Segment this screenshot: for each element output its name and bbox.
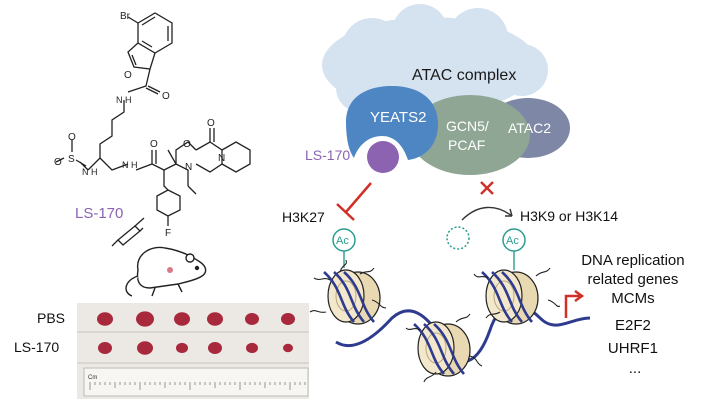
yeats2-label: YEATS2: [370, 109, 426, 126]
row-label-pbs: PBS: [37, 310, 65, 326]
svg-text:Ac: Ac: [336, 235, 349, 247]
tumor-ls170-5: [246, 342, 258, 354]
acetylation-arrow: [461, 206, 513, 221]
tumor-photo: Cm: [77, 303, 309, 399]
tumor-pbs-5: [245, 313, 259, 325]
atom-o-sulfonyl-1: O: [54, 157, 62, 168]
compound-name: LS-170: [75, 205, 123, 222]
atom-n-methyl: N: [185, 162, 192, 173]
gcn5-label: GCN5/ PCAF: [446, 118, 493, 153]
ruler-ticks: [89, 382, 306, 390]
blocked-cross-icon: [480, 181, 494, 195]
phenyl-ring: [156, 189, 181, 217]
nucleosome-1: [323, 269, 381, 325]
furan-ring: [127, 42, 156, 70]
acetyl-mark-empty: [446, 226, 470, 250]
row-label-ls170: LS-170: [14, 339, 59, 355]
histone-tails: [309, 259, 561, 383]
svg-text:Ac: Ac: [506, 235, 519, 247]
atom-nh-amide: N H: [116, 95, 132, 105]
atom-f: F: [165, 228, 171, 239]
tumors-ls170: [98, 341, 293, 355]
tumor-ls170-2: [137, 341, 153, 355]
acetyl-mark-h3k27: Ac: [332, 228, 356, 268]
ruler: [83, 367, 309, 397]
tumor-pbs-1: [97, 312, 113, 326]
alanine-piperidyl: [195, 141, 223, 173]
atom-o-carbonyl: O: [207, 118, 215, 129]
atom-o-sulfonyl-2: O: [68, 132, 76, 143]
gene-promoter-arrow: [564, 294, 580, 318]
atom-br: Br: [120, 11, 131, 22]
tumor-pbs-3: [174, 312, 190, 326]
tumor-ls170-3: [176, 342, 188, 354]
benzene-ring: [137, 12, 173, 54]
atom-s: S: [68, 154, 75, 165]
complex-title: ATAC complex: [412, 67, 516, 84]
mouse-icon: [125, 246, 207, 297]
h3k9-h3k14-label: H3K9 or H3K14: [520, 208, 618, 224]
tumor-pbs-6: [281, 313, 295, 325]
ls170-inhibitor: [367, 141, 399, 173]
inhibition-arrow: [336, 182, 372, 221]
yeats2-subunit: [346, 86, 438, 160]
target-gene-list: DNA replication related genes MCMs E2F2 …: [581, 252, 689, 377]
tumor-ls170-4: [208, 342, 222, 354]
atom-o-amide: O: [162, 91, 170, 102]
syringe-icon: [111, 217, 145, 247]
ls170-structure: [55, 12, 251, 226]
nucleosome-2: [413, 321, 471, 377]
atac2-label: ATAC2: [508, 120, 551, 136]
tumor-pbs-4: [207, 312, 223, 326]
furan-double-bond: [131, 54, 137, 66]
atom-nh-peptide: N H: [122, 160, 138, 170]
atom-o-furan: O: [124, 70, 132, 81]
inhibitor-label: LS-170: [305, 147, 350, 163]
tumor-ls170-1: [98, 342, 112, 354]
atom-n-piperidine: N: [218, 153, 225, 164]
tumor-ls170-6: [283, 343, 293, 353]
acetyl-mark-h3k9: Ac: [502, 228, 526, 270]
nucleosome-3: [481, 269, 539, 325]
ruler-label: Cm: [88, 375, 97, 381]
benzene-double-bonds: [141, 16, 169, 48]
atom-o-peptide: O: [150, 139, 158, 150]
gcn5-pcaf-subunit: [410, 95, 530, 175]
piperidine-ring: [221, 141, 251, 173]
h3k27-label: H3K27: [282, 209, 325, 225]
tumors-pbs: [97, 311, 295, 327]
atom-o-ala: O: [183, 139, 191, 150]
nucleosomes: [323, 269, 539, 377]
tumor-pbs-2: [136, 311, 154, 327]
atom-nh-sulfonamide: N H: [82, 167, 98, 177]
